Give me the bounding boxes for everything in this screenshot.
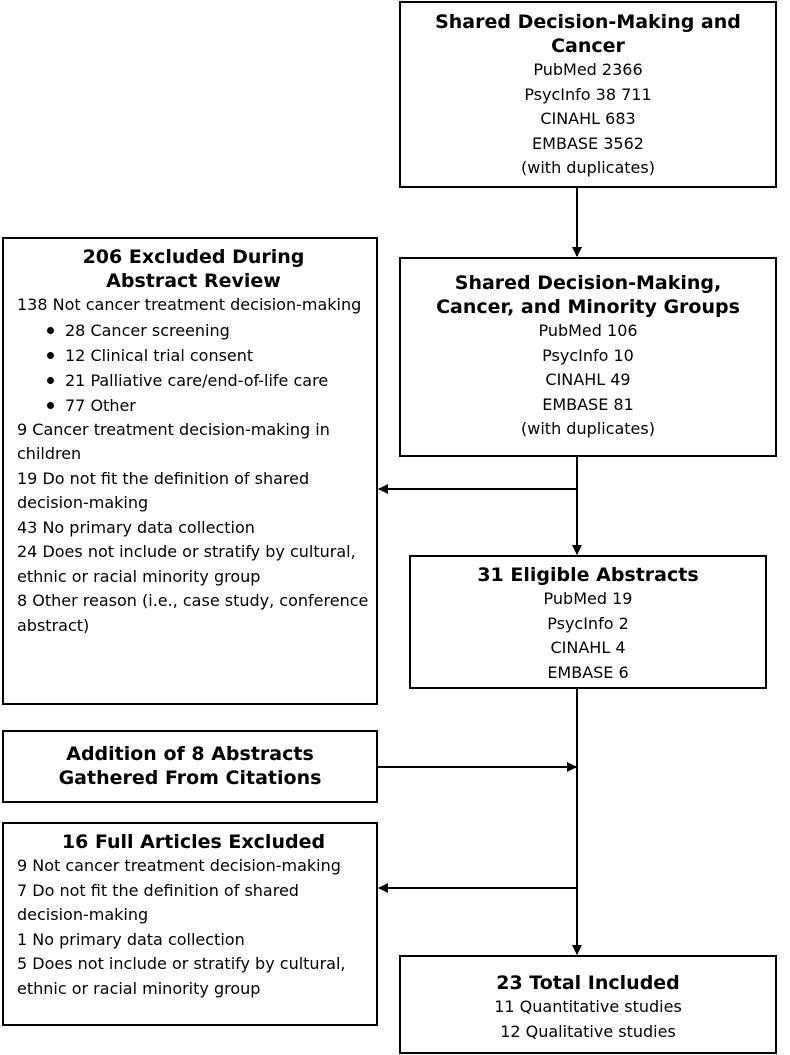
box-title: Shared Decision-Making, Cancer, and Mino…: [436, 272, 740, 318]
exclusion-reason: 9 Not cancer treatment decision-making: [17, 856, 341, 875]
box-title: Shared Decision-Making and Cancer: [435, 11, 741, 57]
db-count: EMBASE 6: [547, 662, 629, 682]
note-duplicates: (with duplicates): [521, 158, 655, 177]
exclusion-reason: 1 No primary data collection: [17, 929, 245, 949]
exclusion-reason: 5 Does not include or stratify by cultur…: [17, 954, 346, 998]
exclusion-reason: 7 Do not fit the definition of shared de…: [17, 880, 299, 925]
db-count: EMBASE 3562: [532, 133, 644, 153]
db-count: EMBASE 81: [542, 394, 634, 414]
box-title: 206 Excluded During Abstract Review: [82, 246, 305, 292]
study-count: 12 Qualitative studies: [500, 1021, 676, 1041]
box-full-articles-excluded: 16 Full Articles Excluded 9 Not cancer t…: [2, 822, 378, 1026]
exclusion-reason: 9 Cancer treatment decision-making in ch…: [17, 419, 330, 464]
exclusion-reason: 138 Not cancer treatment decision-making: [17, 295, 362, 314]
box-minority-groups: Shared Decision-Making, Cancer, and Mino…: [399, 257, 777, 457]
box-shared-decision-making-cancer: Shared Decision-Making and Cancer PubMed…: [399, 1, 777, 188]
subreason-item: 12 Clinical trial consent: [47, 343, 370, 368]
box-total-included: 23 Total Included 11 Quantitative studie…: [399, 955, 777, 1054]
box-eligible-abstracts: 31 Eligible Abstracts PubMed 19 PsycInfo…: [409, 555, 767, 689]
db-count: CINAHL 49: [545, 370, 631, 389]
db-count: PsycInfo 10: [542, 345, 634, 365]
note-duplicates: (with duplicates): [521, 419, 655, 438]
db-count: PubMed 19: [543, 589, 633, 608]
box-excluded-abstract-review: 206 Excluded During Abstract Review 138 …: [2, 237, 378, 705]
box-title: Addition of 8 Abstracts Gathered From Ci…: [58, 743, 322, 789]
exclusion-reason: 24 Does not include or stratify by cultu…: [17, 542, 356, 586]
box-title: 31 Eligible Abstracts: [477, 564, 699, 586]
db-count: CINAHL 4: [550, 638, 626, 657]
subreason-item: 77 Other: [47, 393, 370, 418]
box-title: 16 Full Articles Excluded: [61, 831, 326, 853]
exclusion-reason: 8 Other reason (i.e., case study, confer…: [17, 591, 369, 635]
subreason-item: 21 Palliative care/end-of-life care: [47, 368, 370, 393]
db-count: PubMed 2366: [533, 60, 643, 79]
box-addition-citations: Addition of 8 Abstracts Gathered From Ci…: [2, 730, 378, 803]
db-count: PsycInfo 38 711: [524, 84, 652, 104]
box-title: 23 Total Included: [496, 972, 680, 994]
exclusion-reason: 19 Do not fit the definition of shared d…: [17, 468, 310, 513]
subreason-item: 28 Cancer screening: [47, 318, 370, 343]
study-count: 11 Quantitative studies: [494, 997, 682, 1016]
db-count: PsycInfo 2: [547, 613, 629, 633]
db-count: PubMed 106: [538, 321, 638, 340]
exclusion-reason: 43 No primary data collection: [17, 517, 255, 537]
subreason-list: 28 Cancer screening 12 Clinical trial co…: [17, 318, 370, 418]
db-count: CINAHL 683: [540, 109, 636, 128]
